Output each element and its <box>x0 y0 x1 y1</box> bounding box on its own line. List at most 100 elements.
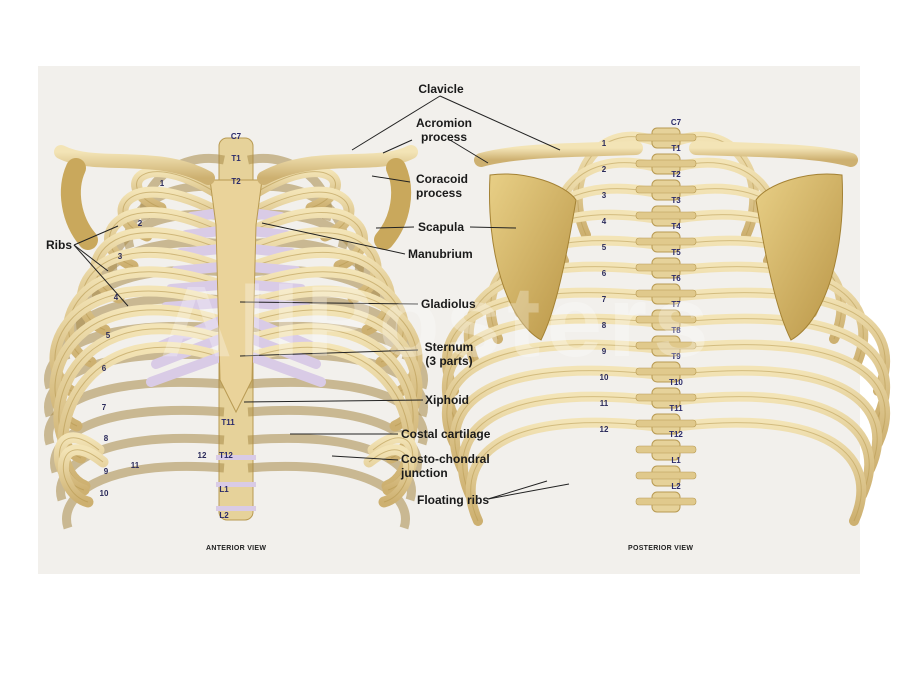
posterior-rib-outline <box>462 396 653 496</box>
posterior-rib-outline <box>446 344 653 444</box>
scapula-left-anterior <box>60 158 98 250</box>
anterior-rib-outline <box>62 346 221 487</box>
label-costochondral-line2: junction <box>401 466 448 480</box>
label-acromion-line1: Acromion <box>415 116 472 130</box>
anterior-rib-outline <box>81 251 221 331</box>
label-ribs: Ribs <box>46 238 73 252</box>
posterior-vertebra-label: T4 <box>671 222 681 231</box>
posterior-vertebra-label: T12 <box>669 430 683 439</box>
transverse-process <box>635 341 697 350</box>
posterior-vertebra-label: T10 <box>669 378 683 387</box>
posterior-vertebra-label: T11 <box>669 404 683 413</box>
posterior-vertebra-label: T3 <box>671 196 681 205</box>
anterior-rib-outline <box>95 232 221 299</box>
anterior-rib-number: 12 <box>198 451 207 460</box>
posterior-rib-number: 5 <box>602 243 607 252</box>
intervertebral-disc <box>216 482 256 487</box>
label-costochondral-line1: Costo-chondral <box>401 452 490 466</box>
anterior-rib-outline <box>62 449 104 503</box>
label-costochondral-junction: Costo-chondral junction <box>401 452 490 480</box>
transverse-process <box>635 159 697 168</box>
label-gladiolus: Gladiolus <box>421 297 476 311</box>
anterior-vertebra-label: T11 <box>221 418 235 427</box>
label-sternum-line1: Sternum <box>424 340 474 354</box>
anterior-vertebra-label: L2 <box>219 511 229 520</box>
posterior-vertebra-label: T8 <box>671 326 681 335</box>
posterior-rib-number: 8 <box>602 321 607 330</box>
transverse-process <box>635 497 697 506</box>
anterior-rib-number: 4 <box>114 293 119 302</box>
anterior-rib-outline <box>251 232 377 299</box>
anterior-rib-number: 7 <box>102 403 107 412</box>
posterior-vertebra-label: T9 <box>671 352 681 361</box>
posterior-rib-outline <box>679 344 886 444</box>
posterior-rib-outline <box>454 370 653 470</box>
anterior-rib-number: 2 <box>138 219 143 228</box>
posterior-rib-number: 2 <box>602 165 607 174</box>
transverse-process <box>635 289 697 298</box>
label-floating-ribs: Floating ribs <box>417 493 489 507</box>
transverse-process <box>635 185 697 194</box>
anterior-rib-outline <box>68 271 221 363</box>
posterior-rib-number: 9 <box>602 347 607 356</box>
label-scapula: Scapula <box>418 220 465 234</box>
posterior-rib-number: 12 <box>600 425 609 434</box>
anterior-costal-cartilage <box>146 352 225 387</box>
label-acromion-line2: process <box>420 130 468 144</box>
transverse-process <box>635 393 697 402</box>
anterior-rib-number: 5 <box>106 331 111 340</box>
clavicle-right <box>257 145 418 185</box>
posterior-rib-number: 10 <box>600 373 609 382</box>
anterior-vertebra-label: T12 <box>219 451 233 460</box>
label-acromion-process: Acromion process <box>408 116 480 144</box>
transverse-process <box>635 471 697 480</box>
anterior-back-rib-right <box>247 462 410 530</box>
posterior-vertebra-label: T2 <box>671 170 681 179</box>
posterior-rib-cage <box>441 127 891 526</box>
intervertebral-disc <box>216 455 256 460</box>
posterior-rib-number: 3 <box>602 191 607 200</box>
anterior-rib-number: 6 <box>102 364 107 373</box>
anterior-vertebra-label: T2 <box>231 177 241 186</box>
anterior-rib-outline <box>368 449 410 503</box>
leader-lines <box>73 95 570 500</box>
anterior-vertebra-label: C7 <box>231 132 242 141</box>
posterior-rib-number: 6 <box>602 269 607 278</box>
anterior-rib-number: 9 <box>104 467 109 476</box>
transverse-process <box>635 263 697 272</box>
label-costal-cartilage: Costal cartilage <box>401 427 491 441</box>
posterior-vertebra-label: T1 <box>671 144 681 153</box>
transverse-process <box>635 419 697 428</box>
view-label-anterior: ANTERIOR VIEW <box>206 545 267 552</box>
transverse-process <box>635 315 697 324</box>
anterior-rib-outline <box>251 171 336 209</box>
label-sternum-line2: (3 parts) <box>425 354 473 368</box>
anterior-rib-number: 10 <box>100 489 109 498</box>
anterior-rib-outline <box>122 191 221 237</box>
posterior-clavicle-left <box>474 141 643 167</box>
posterior-rib-outline <box>470 422 653 522</box>
anterior-rib-number: 3 <box>118 252 123 261</box>
scapula-right <box>755 173 843 341</box>
label-coracoid-line1: Coracoid <box>416 172 469 186</box>
posterior-rib-outline <box>679 370 878 470</box>
posterior-rib-number: 7 <box>602 295 607 304</box>
posterior-rib-outline <box>679 396 870 496</box>
intervertebral-disc <box>216 506 256 511</box>
anterior-vertebra-label: L1 <box>219 485 229 494</box>
anterior-rib-number: 8 <box>104 434 109 443</box>
posterior-rib-number: 4 <box>602 217 607 226</box>
anterior-rib-outline <box>251 346 410 487</box>
anterior-costal-cartilage <box>247 352 326 387</box>
anterior-back-rib-left <box>62 462 225 530</box>
anterior-rib-number: 11 <box>131 461 140 470</box>
posterior-vertebra-label: L1 <box>671 456 681 465</box>
label-sternum: Sternum (3 parts) <box>420 340 478 368</box>
anterior-rib-outline <box>136 171 221 209</box>
view-label-posterior: POSTERIOR VIEW <box>628 545 694 552</box>
posterior-vertebra-label: T6 <box>671 274 681 283</box>
sternum <box>209 179 263 414</box>
